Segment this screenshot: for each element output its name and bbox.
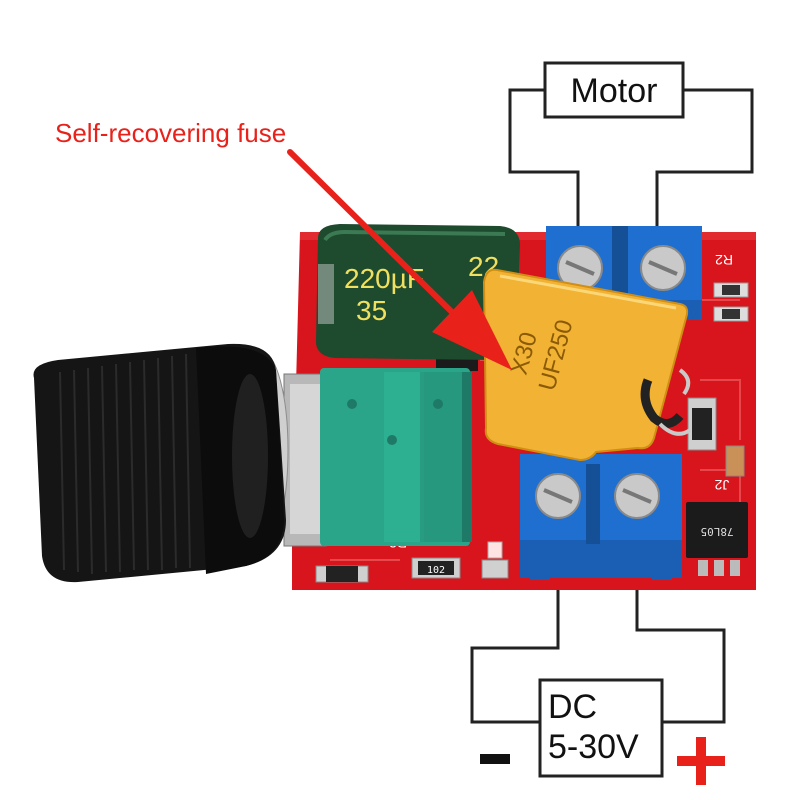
- resistor-code: 102: [427, 565, 445, 576]
- led: [481, 541, 509, 579]
- power-wiring: [470, 540, 726, 724]
- motor-box: Motor: [543, 61, 685, 119]
- capacitor-small-right: [725, 445, 745, 477]
- label-r2: R2: [715, 252, 733, 268]
- regulator-marking: 78L05: [700, 525, 733, 538]
- potentiometer-knob[interactable]: [33, 343, 289, 583]
- diode-right: [687, 397, 717, 451]
- fuse-annotation-arrow: [287, 149, 512, 370]
- positive-terminal-symbol: +: [677, 737, 725, 785]
- resistor-r2: [713, 282, 749, 322]
- label-j2: J2: [714, 477, 729, 493]
- annotation-label: Self-recovering fuse: [55, 118, 286, 148]
- terminal-block-power: [520, 454, 682, 580]
- self-recovering-fuse: X30 UF250: [482, 268, 692, 462]
- capacitor-voltage: 35: [356, 295, 387, 326]
- motor-wiring: [508, 88, 754, 238]
- resistor-102: 102: [411, 557, 461, 579]
- capacitor-value: 220µF: [344, 263, 424, 294]
- power-label-line2: 5-30V: [548, 728, 639, 766]
- diode-bottom-left: [315, 565, 369, 583]
- negative-terminal-symbol: -: [480, 754, 510, 764]
- regulator-78l05: 78L05: [686, 502, 748, 576]
- power-label-line1: DC: [548, 688, 597, 726]
- potentiometer: [283, 368, 472, 547]
- power-supply-box: DC 5-30V: [538, 678, 664, 778]
- motor-label: Motor: [571, 72, 658, 110]
